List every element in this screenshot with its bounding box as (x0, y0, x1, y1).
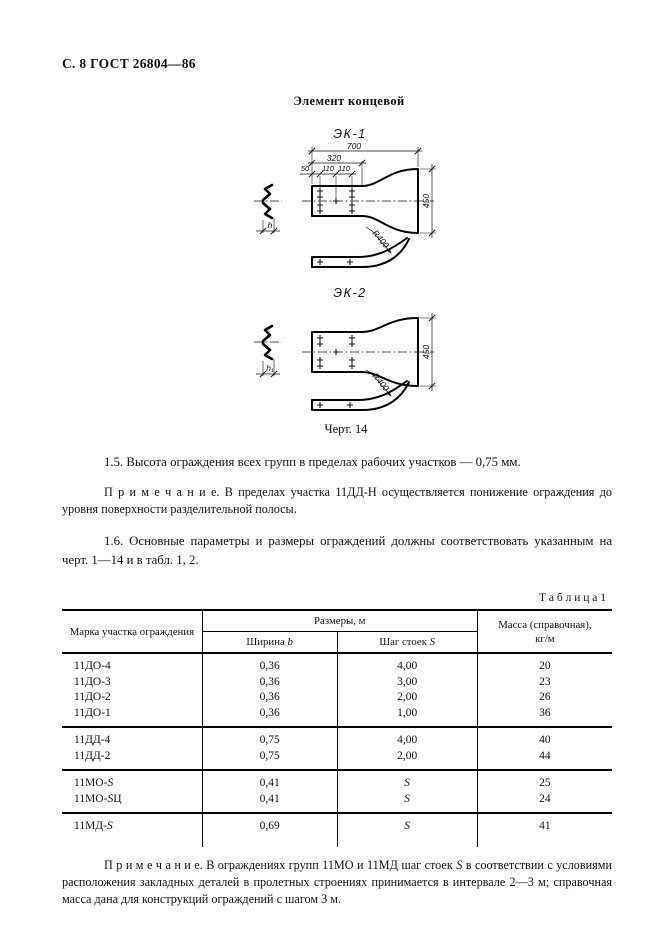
table-cell: 2,00 (336, 690, 478, 706)
note-2: П р и м е ч а н и е. В ограждениях групп… (62, 857, 612, 908)
table-cell: 40 (476, 727, 612, 749)
header-mark: Марка участка ограждения (69, 625, 195, 638)
paragraph-1-6-text: 1.6. Основные параметры и размеры огражд… (62, 534, 612, 567)
radius-r400-label-2: R400 (370, 371, 391, 393)
table-cell: 1,00 (336, 705, 478, 727)
table-cell: 11ДО-2 (74, 691, 111, 703)
figure-caption: Черт. 14 (324, 422, 368, 436)
header-width: Ширина b (201, 631, 337, 653)
table-cell: 4,00 (336, 727, 478, 749)
note-2-label: П р и м е ч а н и е. (104, 857, 203, 872)
drawing2-container: h₁ 450 R400 (88, 300, 612, 418)
table-cell: 2,00 (336, 748, 478, 770)
table-cell: S (336, 791, 478, 813)
drawing1-container: h 700 320 50 110 110 (88, 141, 612, 277)
table-cell: 4,00 (336, 653, 478, 675)
table-cell: 0,36 (201, 690, 337, 706)
header-step: Шаг стоек S (336, 631, 478, 653)
table-cell: 11ДД-2 (74, 749, 111, 762)
paragraph-1-6: 1.6. Основные параметры и размеры огражд… (62, 532, 612, 570)
table-cell: S (336, 813, 478, 847)
drawing2-label: ЭК-2 (333, 286, 367, 300)
table-cell: 23 (476, 674, 612, 690)
drawing1-label: ЭК-1 (333, 127, 367, 141)
table-cell: 11МД-S (74, 820, 113, 832)
header-sizes: Размеры, м (201, 610, 478, 632)
note-2-text: В ограждениях групп 11МО и 11МД шаг стое… (62, 857, 612, 906)
table-cell: 25 (476, 770, 612, 792)
table-cell: 0,36 (201, 674, 337, 690)
page-header: С. 8 ГОСТ 26804—86 (62, 56, 196, 71)
note-1-text: В пределах участка 11ДД-Н осуществляется… (62, 485, 612, 516)
dim-110a-label: 110 (322, 164, 335, 173)
dim-110b-label: 110 (338, 164, 351, 173)
ek1-plan-view: 700 320 50 110 110 450 (300, 141, 436, 238)
wbeam-profile-section-2: h₁ (254, 324, 282, 378)
table-cell: 11ДО-1 (74, 706, 111, 719)
table-cell: 24 (476, 791, 612, 813)
table-cell: 0,36 (201, 653, 337, 675)
table-cell: 0,75 (201, 727, 337, 749)
table-cell: 26 (476, 690, 612, 706)
table-cell: 11МО-SЦ (74, 792, 122, 805)
paragraph-1-5: 1.5. Высота ограждения всех групп в пред… (62, 453, 612, 472)
table-cell: 11МО-S (74, 777, 114, 789)
table-cell: 20 (476, 653, 612, 675)
note-1: П р и м е ч а н и е. В пределах участка … (62, 484, 612, 518)
table-cell: S (336, 770, 478, 792)
dim-320-label: 320 (327, 153, 341, 163)
table-cell: 3,00 (336, 674, 478, 690)
parameters-table: Марка участка ограждения Размеры, м Масс… (62, 609, 612, 847)
table-cell: 36 (476, 705, 612, 727)
radius-r400-label: R400 (370, 228, 391, 250)
table-cell: 11ДО-3 (74, 675, 111, 688)
table-cell: 11ДД-4 (74, 734, 111, 746)
table-cell: 0,69 (201, 813, 337, 847)
wbeam-profile-section: h (254, 183, 282, 235)
table-cell: 41 (476, 813, 612, 847)
ek2-plan-view: 450 (302, 313, 436, 391)
ek1-side-view: R400 (311, 226, 410, 268)
table-header: Марка участка ограждения Размеры, м Масс… (62, 610, 612, 653)
ek-1-technical-drawing: h 700 320 50 110 110 (254, 141, 436, 268)
note-1-label: П р и м е ч а н и е. (104, 485, 220, 499)
dim-50-label: 50 (301, 164, 310, 173)
table-cell: 0,36 (201, 705, 337, 727)
dim-450-label-2: 450 (421, 345, 431, 359)
table-cell: 0,41 (201, 770, 337, 792)
table-caption: Т а б л и ц а 1 (538, 592, 606, 604)
section-title: Элемент концевой (293, 94, 405, 108)
table-cell: 11ДО-4 (74, 660, 111, 672)
ek2-side-view: R400 (311, 369, 410, 411)
paragraph-1-5-text: 1.5. Высота ограждения всех групп в пред… (104, 455, 521, 469)
dim-h1-label: h₁ (266, 363, 274, 373)
table-cell: 0,75 (201, 748, 337, 770)
dim-h-label: h (268, 220, 273, 230)
dim-700-label: 700 (347, 141, 361, 151)
dim-450-label: 450 (421, 194, 431, 208)
header-mass: Масса (справочная), кг/м (476, 610, 612, 653)
table-cell: 44 (476, 748, 612, 770)
table-cell: 0,41 (201, 791, 337, 813)
ek-2-technical-drawing: h₁ 450 R400 (254, 313, 436, 411)
